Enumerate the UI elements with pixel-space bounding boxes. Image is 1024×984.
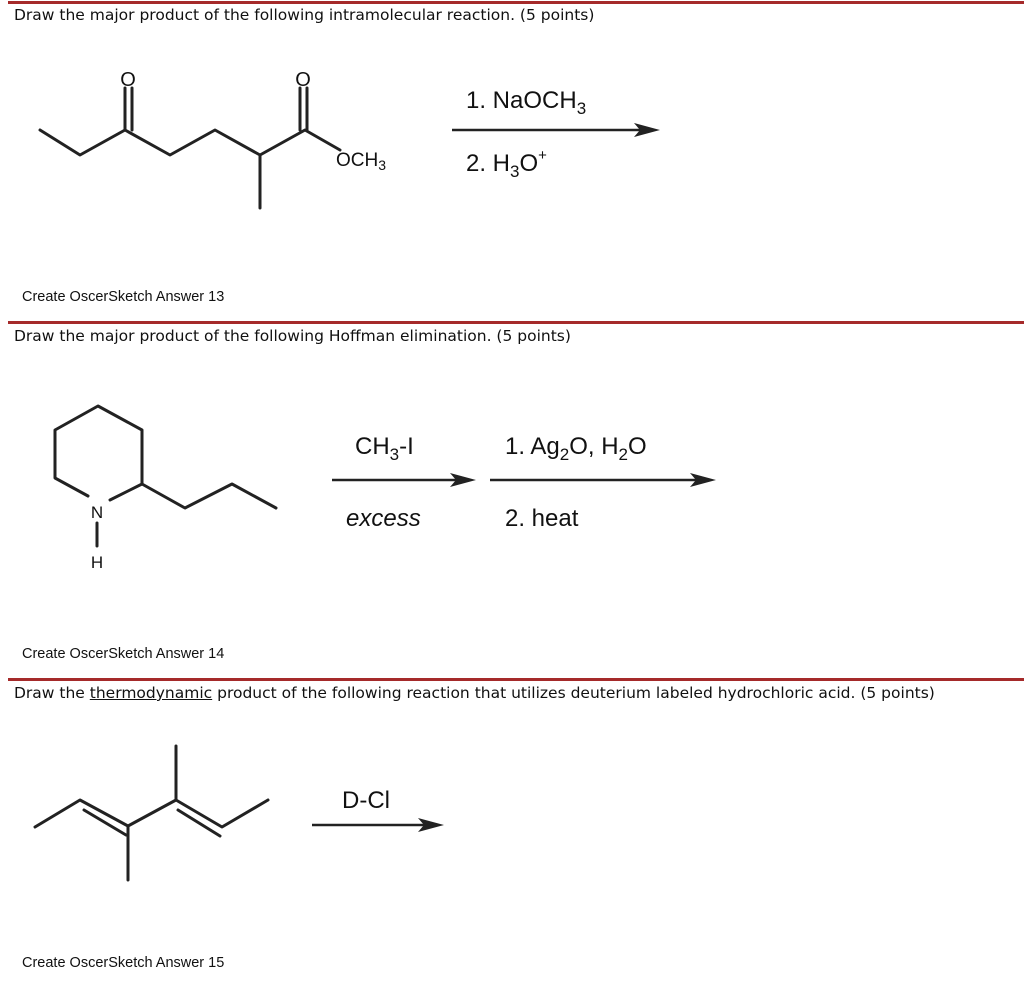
- reagent-step-2: 2. H3O+: [466, 147, 547, 181]
- question-14-prompt: Draw the major product of the following …: [14, 327, 571, 345]
- reaction-arrow-14a: [332, 473, 476, 487]
- question-13-prompt: Draw the major product of the following …: [14, 6, 595, 24]
- reaction-arrow-15: [312, 818, 444, 832]
- section-divider: [8, 321, 1024, 324]
- question-15-prompt: Draw the thermodynamic product of the fo…: [14, 684, 935, 702]
- carbonyl-oxygen-label: O: [120, 69, 136, 91]
- reagent-silver-oxide: 1. Ag2O, H2O: [505, 433, 647, 464]
- reaction-arrow-13: [452, 123, 660, 137]
- methoxy-label: OCH3: [336, 150, 386, 173]
- reagent-heat: 2. heat: [505, 505, 579, 532]
- hydrogen-label: H: [91, 553, 103, 572]
- reagent-step-1: 1. NaOCH3: [466, 87, 586, 118]
- nitrogen-label: N: [91, 503, 103, 522]
- reagent-excess: excess: [346, 505, 421, 532]
- reagent-methyl-iodide: CH3-I: [355, 433, 414, 464]
- create-answer-15-link[interactable]: Create OscerSketch Answer 15: [22, 955, 225, 971]
- keto-ester-structure: O O OCH3: [38, 69, 386, 210]
- reaction-arrow-14b: [490, 473, 716, 487]
- reaction-scheme-15: D-Cl: [33, 744, 444, 882]
- diene-structure: [33, 744, 270, 882]
- reagent-deuterium-chloride: D-Cl: [342, 787, 390, 814]
- piperidine-structure: N H: [53, 404, 278, 572]
- create-answer-14-link[interactable]: Create OscerSketch Answer 14: [22, 646, 225, 662]
- ester-oxygen-label: O: [295, 69, 311, 91]
- section-divider: [8, 1, 1024, 4]
- section-divider: [8, 678, 1024, 681]
- create-answer-13-link[interactable]: Create OscerSketch Answer 13: [22, 289, 225, 305]
- reaction-scheme-14: N H CH3-I excess 1. Ag2O, H2O 2. heat: [53, 404, 716, 572]
- thermodynamic-link[interactable]: thermodynamic: [89, 684, 213, 702]
- reaction-scheme-13: O O OCH3 1. NaOCH3 2. H3O+: [38, 69, 660, 210]
